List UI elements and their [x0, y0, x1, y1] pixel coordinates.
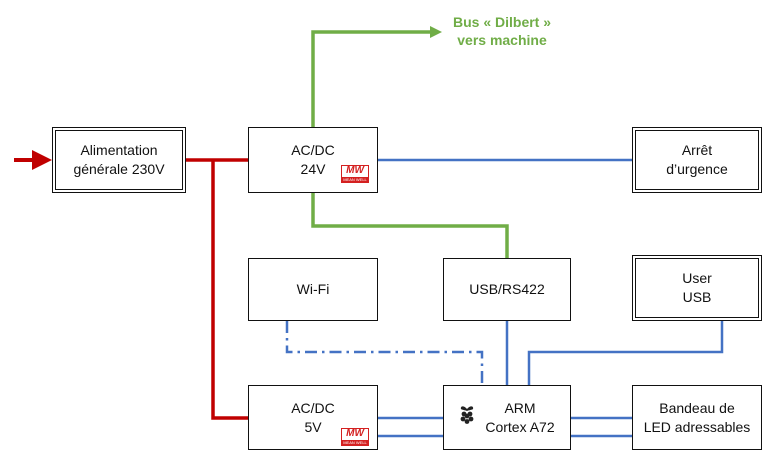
signal-line-wifi-to-arm — [285, 321, 484, 385]
box-arret-line2: d’urgence — [666, 161, 728, 177]
bus-label-line1: Bus « Dilbert » — [452, 14, 552, 30]
meanwell-logo-text: MW — [346, 165, 364, 176]
box-acdc-5v-line2: 5V — [304, 418, 322, 435]
box-wifi: Wi-Fi — [248, 258, 378, 321]
box-wifi-line1: Wi-Fi — [296, 281, 330, 297]
box-bandeau-led: Bandeau de LED adressables — [632, 385, 762, 450]
box-user-usb: User USB — [632, 255, 762, 321]
box-bandeau-line2: LED adressables — [643, 418, 751, 435]
box-acdc-24v-line1: AC/DC — [291, 142, 335, 158]
box-user-usb-line2: USB — [682, 289, 712, 305]
bus-label-line2: vers machine — [457, 32, 547, 48]
meanwell-logo-text: MW — [346, 428, 364, 439]
bus-dilbert-label: Bus « Dilbert » vers machine — [438, 13, 566, 49]
raspberry-pi-icon — [460, 406, 474, 424]
meanwell-logo-subtext: MEAN WELL — [342, 440, 368, 445]
box-arret-urgence: Arrêt d’urgence — [632, 127, 762, 193]
box-arm-line1: ARM — [504, 399, 536, 416]
box-acdc-5v-line1: AC/DC — [291, 399, 335, 416]
box-arm-cortex: ARM Cortex A72 — [443, 385, 571, 450]
meanwell-logo-24v: MW MEAN WELL — [341, 165, 369, 183]
box-user-usb-line1: User — [682, 270, 712, 286]
box-bandeau-line1: Bandeau de — [659, 399, 735, 416]
box-acdc-24v: AC/DC 24V — [248, 127, 378, 193]
bus-line-to-usb-rs422 — [311, 193, 509, 258]
power-lines — [186, 158, 248, 420]
bus-lines — [311, 30, 509, 258]
signal-line-user-usb-to-arm — [527, 321, 724, 385]
signal-lines — [285, 158, 724, 438]
box-alimentation-line1: Alimentation — [80, 142, 158, 158]
box-alimentation: Alimentation générale 230V — [52, 127, 186, 193]
power-input-arrow — [14, 150, 52, 170]
box-usb-rs422-line1: USB/RS422 — [469, 281, 545, 297]
box-acdc-24v-line2: 24V — [300, 161, 326, 177]
box-alimentation-line2: générale 230V — [73, 161, 165, 177]
box-arret-line1: Arrêt — [681, 142, 713, 158]
meanwell-logo-5v: MW MEAN WELL — [341, 428, 369, 446]
meanwell-logo-subtext: MEAN WELL — [342, 177, 368, 182]
box-usb-rs422: USB/RS422 — [443, 258, 571, 321]
bus-line-to-machine — [311, 30, 432, 127]
bus-arrow-head — [430, 26, 442, 38]
power-line-to-5v — [211, 160, 248, 420]
box-arm-line2: Cortex A72 — [485, 418, 555, 435]
